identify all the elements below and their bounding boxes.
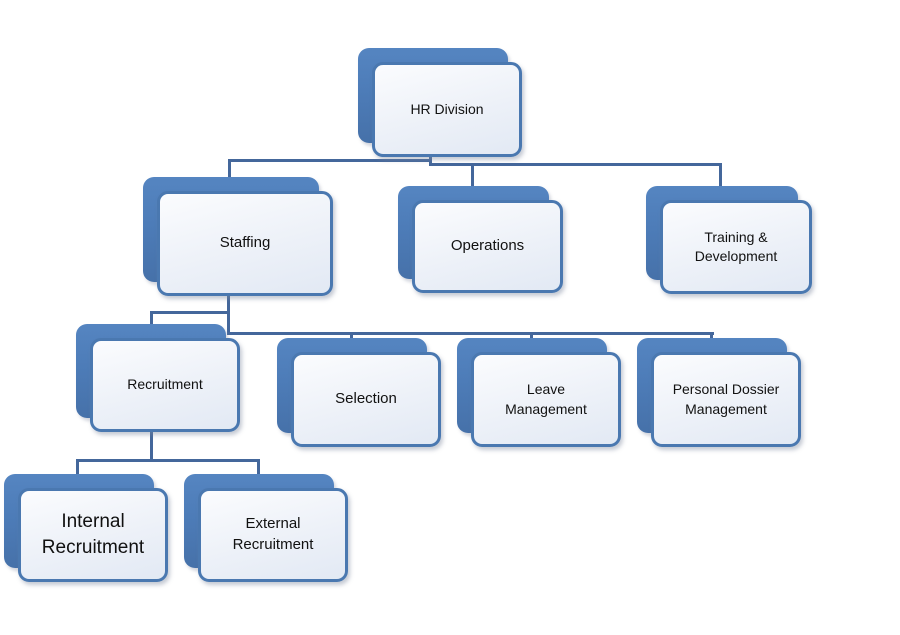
node-card: Leave Management	[471, 352, 621, 447]
org-node-external-recruitment[interactable]: External Recruitment	[184, 474, 348, 582]
connector-selection-drop	[350, 332, 353, 342]
org-node-internal-recruitment[interactable]: Internal Recruitment	[4, 474, 168, 582]
connector-internal-drop	[76, 459, 79, 478]
node-card: Recruitment	[90, 338, 240, 432]
org-node-selection[interactable]: Selection	[277, 338, 441, 447]
org-node-hr-division[interactable]: HR Division	[358, 48, 522, 157]
connector-hr-stub	[429, 151, 432, 166]
node-card: HR Division	[372, 62, 522, 157]
connector-personal-dossier-drop	[710, 332, 713, 342]
node-label-hr-division: HR Division	[410, 100, 484, 117]
org-node-staffing[interactable]: Staffing	[143, 177, 333, 296]
node-card: Selection	[291, 352, 441, 447]
node-label-recruitment: Recruitment	[127, 376, 203, 393]
node-card: Staffing	[157, 191, 333, 296]
node-label-training-development: Training & Development	[694, 228, 778, 264]
connector-recruitment-branch	[150, 311, 230, 314]
node-card: Personal Dossier Management	[651, 352, 801, 447]
connector-leave-drop	[530, 332, 533, 342]
node-label-leave-management: Leave Management	[505, 381, 587, 417]
org-node-recruitment[interactable]: Recruitment	[76, 324, 240, 432]
org-node-leave-management[interactable]: Leave Management	[457, 338, 621, 447]
connector-recruitment-drop	[150, 311, 153, 328]
org-node-operations[interactable]: Operations	[398, 186, 563, 293]
node-card: External Recruitment	[198, 488, 348, 582]
org-node-personal-dossier-management[interactable]: Personal Dossier Management	[637, 338, 801, 447]
node-card: Training & Development	[660, 200, 812, 294]
connector-operations-drop	[471, 163, 474, 190]
org-node-training-development[interactable]: Training & Development	[646, 186, 812, 294]
connector-recruitment-stub	[150, 430, 153, 462]
connector-training-drop	[719, 163, 722, 190]
node-label-staffing: Staffing	[219, 234, 271, 252]
node-label-selection: Selection	[335, 390, 397, 408]
node-label-external-recruitment: External Recruitment	[232, 515, 314, 553]
connector-external-drop	[257, 459, 260, 478]
node-label-personal-dossier-management: Personal Dossier Management	[672, 381, 780, 417]
connector-l3-horizontal	[227, 332, 714, 335]
connector-l2-right-horizontal	[429, 163, 722, 166]
connector-l4-horizontal	[76, 459, 260, 462]
node-label-internal-recruitment: Internal Recruitment	[41, 510, 145, 558]
connector-staffing-drop	[228, 159, 231, 181]
connector-l2-left-horizontal	[228, 159, 432, 162]
node-card: Internal Recruitment	[18, 488, 168, 582]
node-label-operations: Operations	[450, 237, 525, 255]
node-card: Operations	[412, 200, 563, 293]
